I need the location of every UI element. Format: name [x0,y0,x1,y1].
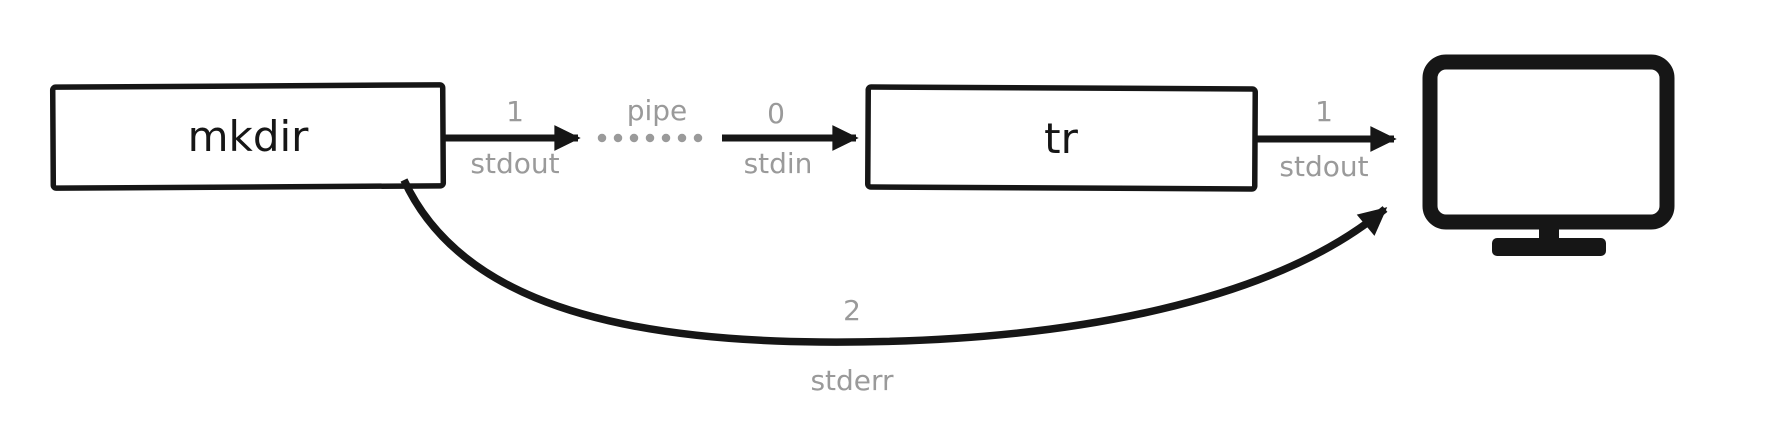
stderr-curve-arrow [400,178,1388,346]
edge-pipe: pipe [597,94,719,143]
edge-tr-stdout: 1 stdout [1255,95,1397,183]
process-node-tr: tr [865,84,1258,192]
monitor-icon [1422,54,1675,256]
stream-label-tr-stdout: stdout [1279,150,1368,183]
fd-number-tr-stdout: 1 [1315,95,1333,128]
edge-mkdir-stderr: 2 stderr [400,178,1388,397]
stream-label-tr-stdin: stdin [744,147,813,180]
edge-mkdir-stdout: 1 stdout [443,95,581,180]
process-box-mkdir [49,82,447,191]
fd-number-mkdir-stdout: 1 [506,95,524,128]
fd-number-mkdir-stderr: 2 [843,294,861,327]
process-node-mkdir: mkdir [49,82,447,191]
process-box-tr [865,84,1258,192]
monitor-screen [1422,54,1675,230]
stream-label-mkdir-stdout: stdout [470,147,559,180]
pipe-label: pipe [627,94,688,127]
stream-label-mkdir-stderr: stderr [810,364,894,397]
process-label-mkdir: mkdir [188,112,310,161]
process-label-tr: tr [1044,114,1078,163]
edge-tr-stdin: 0 stdin [722,97,859,180]
monitor-stand-base [1492,238,1606,256]
fd-number-tr-stdin: 0 [767,97,785,130]
